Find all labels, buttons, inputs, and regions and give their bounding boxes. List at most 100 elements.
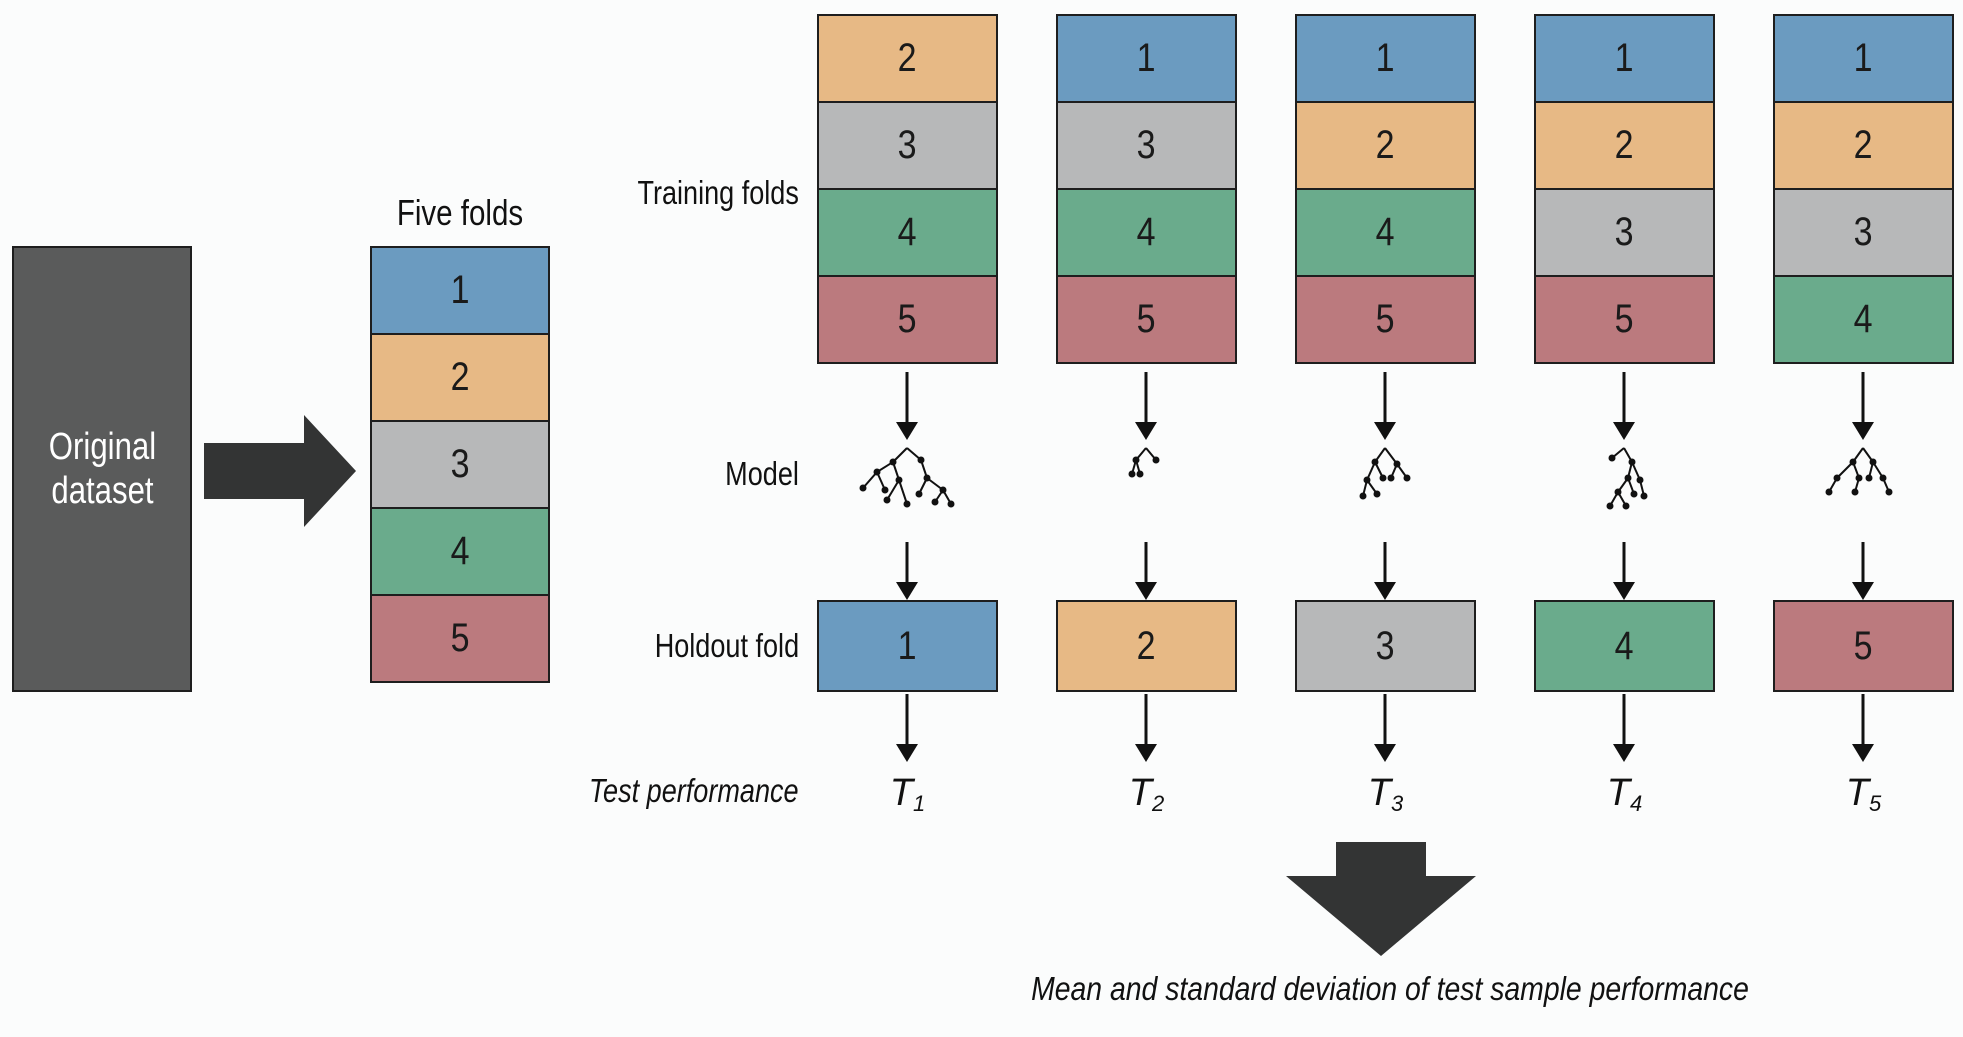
training-fold-cell: 5 — [817, 275, 998, 364]
fold-number: 1 — [1615, 36, 1634, 80]
arrow-down-icon — [1374, 372, 1396, 440]
fold-number: 2 — [450, 355, 470, 399]
training-fold-cell: 2 — [817, 14, 998, 103]
test-result-5: T5 — [1773, 772, 1954, 817]
training-folds-stack-4: 1 2 3 5 — [1534, 14, 1715, 364]
footer-caption: Mean and standard deviation of test samp… — [1031, 970, 1749, 1007]
fold-number: 5 — [898, 297, 917, 341]
holdout-fold-cell-4: 4 — [1534, 600, 1715, 692]
fold-number: 1 — [1137, 36, 1156, 80]
arrow-down-icon — [1613, 694, 1635, 762]
test-symbol: T — [1367, 772, 1391, 814]
fold-number: 5 — [450, 616, 470, 660]
holdout-fold-cell-2: 2 — [1056, 600, 1237, 692]
training-fold-cell: 1 — [1773, 14, 1954, 103]
test-result-3: T3 — [1295, 772, 1476, 817]
fold-number: 5 — [1137, 297, 1156, 341]
decision-tree-icon — [1606, 447, 1648, 510]
test-subscript: 4 — [1629, 791, 1643, 816]
fold-number: 2 — [1854, 123, 1873, 167]
five-folds-stack: 1 2 3 4 5 — [370, 246, 550, 683]
fold-number: 2 — [1376, 123, 1395, 167]
original-dataset-block: Original dataset — [12, 246, 192, 692]
training-folds-stack-2: 1 3 4 5 — [1056, 14, 1237, 364]
arrow-down-icon — [1852, 542, 1874, 600]
test-symbol: T — [1128, 772, 1152, 814]
fold-cell-2: 2 — [370, 333, 550, 422]
arrow-down-icon — [1135, 372, 1157, 440]
fold-number: 5 — [1376, 297, 1395, 341]
arrow-down-icon — [1613, 542, 1635, 600]
training-folds-stack-3: 1 2 4 5 — [1295, 14, 1476, 364]
fold-cell-4: 4 — [370, 507, 550, 596]
test-symbol: T — [1845, 772, 1869, 814]
split-arrow-icon — [204, 415, 356, 527]
training-fold-cell: 4 — [1295, 188, 1476, 277]
model-label: Model — [725, 455, 799, 492]
original-dataset-label: Original dataset — [48, 426, 156, 512]
training-fold-cell: 5 — [1534, 275, 1715, 364]
fold-cell-3: 3 — [370, 420, 550, 509]
training-fold-cell: 5 — [1295, 275, 1476, 364]
fold-number: 2 — [898, 36, 917, 80]
arrow-down-icon — [896, 542, 918, 600]
test-subscript: 1 — [912, 791, 926, 816]
test-subscript: 3 — [1390, 791, 1404, 816]
training-fold-cell: 4 — [817, 188, 998, 277]
training-fold-cell: 1 — [1295, 14, 1476, 103]
fold-number: 5 — [1615, 297, 1634, 341]
arrow-down-icon — [896, 694, 918, 762]
arrow-down-icon — [1852, 372, 1874, 440]
training-fold-cell: 4 — [1056, 188, 1237, 277]
training-fold-cell: 5 — [1056, 275, 1237, 364]
fold-number: 2 — [1615, 123, 1634, 167]
decision-tree-icon — [1825, 447, 1893, 496]
test-result-2: T2 — [1056, 772, 1237, 817]
fold-number: 3 — [1854, 210, 1873, 254]
training-fold-cell: 3 — [817, 101, 998, 190]
fold-number: 4 — [898, 210, 917, 254]
training-fold-cell: 1 — [1056, 14, 1237, 103]
holdout-fold-cell-5: 5 — [1773, 600, 1954, 692]
holdout-fold-cell-3: 3 — [1295, 600, 1476, 692]
aggregate-arrow-icon — [1286, 842, 1476, 956]
training-fold-cell: 2 — [1773, 101, 1954, 190]
test-symbol: T — [889, 772, 913, 814]
training-fold-cell: 3 — [1056, 101, 1237, 190]
test-performance-label: Test performance — [589, 772, 799, 809]
test-subscript: 5 — [1868, 791, 1882, 816]
holdout-fold-label: Holdout fold — [654, 627, 799, 664]
fold-number: 1 — [1376, 36, 1395, 80]
training-fold-cell: 2 — [1534, 101, 1715, 190]
fold-number: 2 — [1137, 623, 1156, 668]
training-fold-cell: 4 — [1773, 275, 1954, 364]
fold-number: 3 — [1376, 623, 1395, 668]
fold-number: 3 — [1615, 210, 1634, 254]
fold-cell-5: 5 — [370, 594, 550, 683]
arrow-down-icon — [1374, 542, 1396, 600]
arrow-down-icon — [1374, 694, 1396, 762]
fold-number: 1 — [1854, 36, 1873, 80]
fold-number: 3 — [1137, 123, 1156, 167]
arrow-down-icon — [1613, 372, 1635, 440]
decision-tree-icon — [1359, 447, 1411, 500]
fold-cell-1: 1 — [370, 246, 550, 335]
training-fold-cell: 2 — [1295, 101, 1476, 190]
decision-tree-icon — [859, 447, 955, 508]
fold-number: 1 — [898, 623, 917, 668]
decision-tree-icon — [1128, 447, 1160, 478]
test-result-4: T4 — [1534, 772, 1715, 817]
arrow-down-icon — [1135, 694, 1157, 762]
training-folds-stack-1: 2 3 4 5 — [817, 14, 998, 364]
fold-number: 4 — [1376, 210, 1395, 254]
fold-number: 3 — [450, 442, 470, 486]
test-subscript: 2 — [1151, 791, 1165, 816]
arrow-down-icon — [896, 372, 918, 440]
fold-number: 1 — [450, 268, 470, 312]
holdout-fold-cell-1: 1 — [817, 600, 998, 692]
fold-number: 5 — [1854, 623, 1873, 668]
test-result-1: T1 — [817, 772, 998, 817]
training-folds-stack-5: 1 2 3 4 — [1773, 14, 1954, 364]
